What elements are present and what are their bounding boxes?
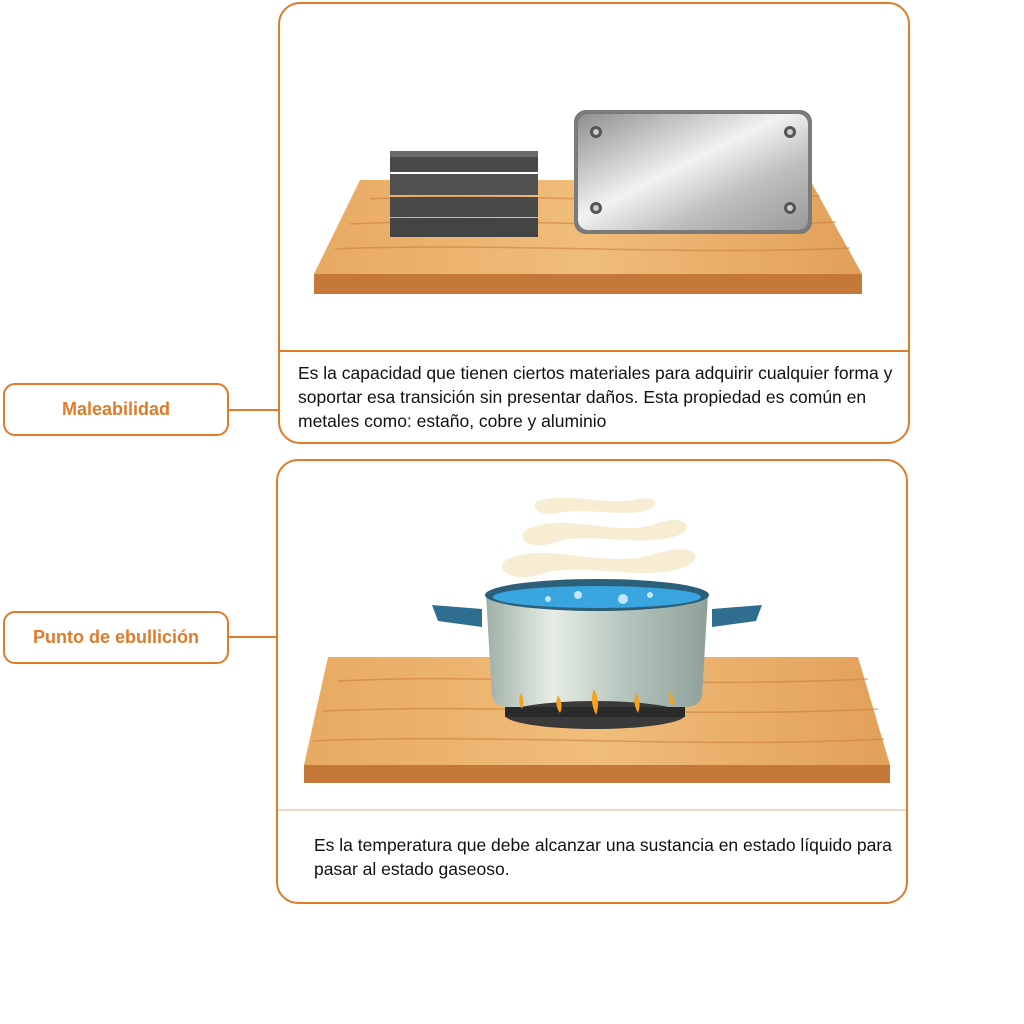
card-divider bbox=[278, 809, 906, 811]
malleability-illustration bbox=[314, 110, 862, 294]
metal-bar-stack-icon bbox=[390, 151, 538, 237]
description-maleabilidad: Es la capacidad que tienen ciertos mater… bbox=[298, 363, 893, 431]
card-maleabilidad: Es la capacidad que tienen ciertos mater… bbox=[278, 2, 910, 444]
description-punto-ebullicion: Es la temperatura que debe alcanzar una … bbox=[314, 835, 892, 879]
gas-burner-icon bbox=[505, 689, 685, 729]
boiling-illustration bbox=[304, 497, 890, 783]
metal-plate-icon bbox=[574, 110, 812, 234]
connector-punto-ebullicion bbox=[229, 636, 279, 638]
card-divider bbox=[280, 350, 908, 352]
label-punto-ebullicion: Punto de ebullición bbox=[3, 611, 229, 664]
label-maleabilidad: Maleabilidad bbox=[3, 383, 229, 436]
label-punto-ebullicion-text: Punto de ebullición bbox=[33, 627, 199, 647]
steam-icon bbox=[502, 497, 696, 578]
label-maleabilidad-text: Maleabilidad bbox=[61, 399, 171, 419]
boiling-pot-icon bbox=[432, 579, 762, 707]
connector-maleabilidad bbox=[229, 409, 279, 411]
card-punto-ebullicion: Es la temperatura que debe alcanzar una … bbox=[276, 459, 908, 904]
